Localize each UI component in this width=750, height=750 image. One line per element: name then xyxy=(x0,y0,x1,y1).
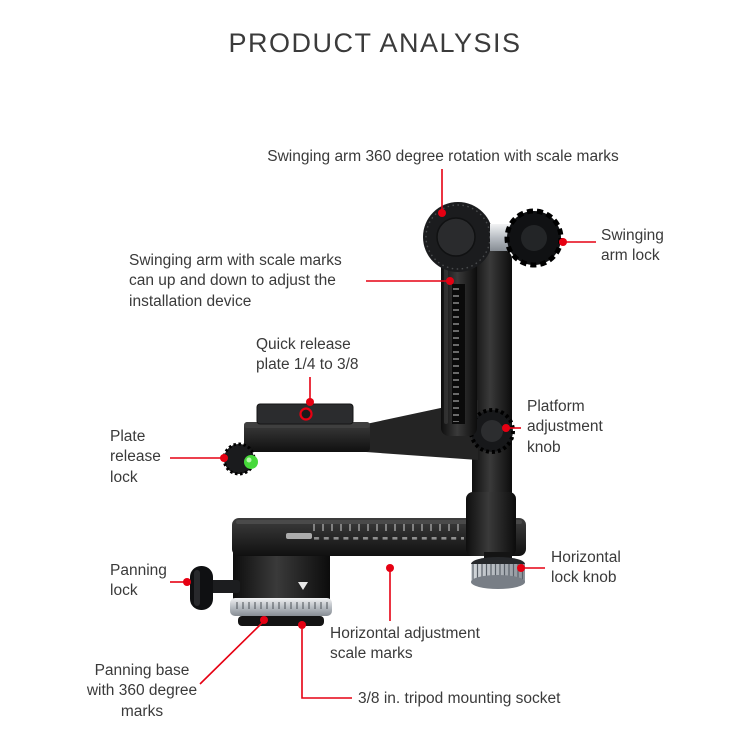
leader-tripod-socket xyxy=(301,629,352,699)
annotation-horizontal-lock-knob: Horizontal lock knob xyxy=(551,549,621,587)
annotation-panning-base: Panning base with 360 degree marks xyxy=(86,662,198,720)
annotation-horizontal-adjustment-scale-marks: Horizontal adjustment scale marks xyxy=(330,625,480,663)
panning-lock-handle xyxy=(190,566,240,610)
brand-logo xyxy=(286,533,312,539)
horizontal-arm xyxy=(232,518,526,556)
quick-release-assembly xyxy=(222,403,370,476)
annotation-tripod-mounting-socket: 3/8 in. tripod mounting socket xyxy=(358,690,561,707)
panning-base xyxy=(230,544,332,626)
degree-ring-marks xyxy=(234,601,328,611)
leader-dots xyxy=(183,209,567,629)
swinging-arm-scale-marks xyxy=(453,286,462,422)
annotation-quick-release-plate: Quick release plate 1/4 to 3/8 xyxy=(256,336,359,374)
camera-screw xyxy=(299,407,313,421)
horizontal-lock-knob xyxy=(471,552,525,589)
pivot-head xyxy=(423,202,493,272)
column-foot xyxy=(466,492,516,556)
horizontal-scale-marks xyxy=(312,524,464,533)
annotation-swinging-arm-rotation: Swinging arm 360 degree rotation with sc… xyxy=(267,148,619,165)
platform-adjustment-knob xyxy=(469,408,515,454)
base-bottom xyxy=(238,616,324,626)
gimbal-head xyxy=(190,202,564,626)
annotation-swinging-arm-scale-marks: Swinging arm with scale marks can up and… xyxy=(129,252,342,310)
support-column xyxy=(472,250,512,546)
horizontal-scale-numbers xyxy=(312,536,464,541)
page-title: PRODUCT ANALYSIS xyxy=(228,28,522,58)
leader-lines xyxy=(170,169,596,699)
annotation-swinging-arm-lock: Swinging arm lock xyxy=(601,227,664,265)
annotation-panning-lock: Panning lock xyxy=(110,562,167,600)
bubble-level xyxy=(244,455,258,469)
annotation-plate-release-lock: Plate release lock xyxy=(110,428,161,486)
leader-panning-base xyxy=(199,622,263,685)
annotation-platform-adjustment-knob: Platform adjustment knob xyxy=(527,398,603,456)
swinging-arm-lock-knob xyxy=(504,208,564,268)
index-mark xyxy=(298,582,308,590)
